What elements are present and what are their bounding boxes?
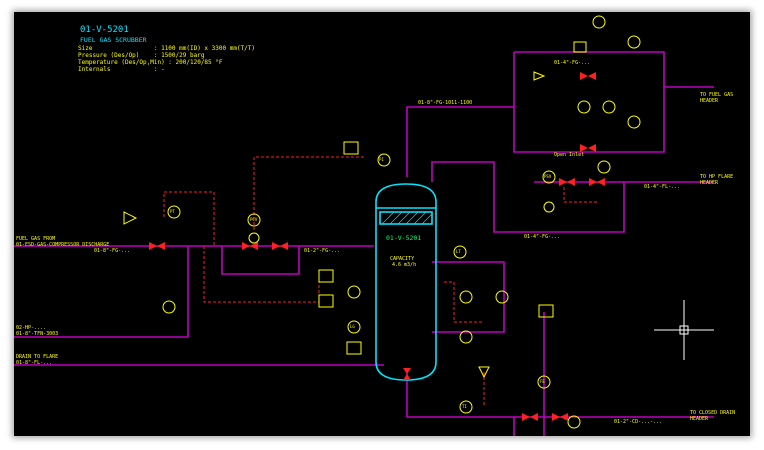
- drain-line: 01-8"-FL-...: [16, 360, 53, 366]
- instrument-tag: FE: [540, 379, 545, 384]
- right-label-3: TO CLOSED DRAIN HEADER: [690, 410, 736, 422]
- bottom-line-number: 01-2"-CD-...-...: [614, 419, 663, 425]
- signal-line: [163, 191, 215, 246]
- spec-line: Internals : -: [78, 66, 165, 73]
- right-label-1: TO FUEL GAS HEADER: [700, 92, 734, 104]
- instrument-tag: TI: [462, 404, 467, 409]
- bottom-drain: [406, 372, 515, 436]
- instrument-tag: PI: [379, 157, 384, 162]
- inlet-line-number: 01-8"-FG-...: [94, 248, 131, 254]
- spec-line: Size : 1100 mm(ID) x 3300 mm(T/T): [78, 45, 256, 52]
- vessel-tag: 01-V-5201: [386, 234, 422, 242]
- instruments: [123, 15, 641, 429]
- drawing-subtitle: FUEL GAS SCRUBBER: [80, 36, 147, 44]
- instrument-tag: LG: [350, 324, 355, 329]
- from-hp-line: 01-8"-TFN-3003: [16, 331, 59, 337]
- pid-drawing-canvas[interactable]: 01-V-5201 FUEL GAS SCRUBBER Size : 1100 …: [14, 12, 750, 436]
- instrument-tag: PSV: [544, 174, 552, 179]
- process-lines: [14, 51, 714, 436]
- pcv-loop: [513, 51, 665, 153]
- signal-line: [563, 187, 599, 203]
- valves: [149, 72, 605, 421]
- instrument-tag: LT: [456, 249, 461, 254]
- instrument-tag: PT: [170, 209, 175, 214]
- vessel-top-outlet: [406, 106, 514, 177]
- signal-line: [444, 281, 484, 323]
- top-outlet-line: 01-8"-FG-1011-1100: [418, 100, 473, 106]
- demister-hatch: [381, 211, 433, 225]
- vessel-shape: [375, 183, 437, 381]
- drain-label: DRAIN TO FLARE: [16, 354, 59, 360]
- vessel-body: [375, 183, 437, 381]
- vessel-capacity-label: CAPACITY: [390, 256, 415, 262]
- line-number: 01-2"-FG-...: [304, 248, 341, 254]
- signal-line: [253, 156, 364, 230]
- from-hp-label: 02-HP-....: [16, 325, 47, 331]
- line-number: 01-4"-FG-...: [524, 234, 561, 240]
- crosshair-cursor-icon: [654, 300, 714, 360]
- line-number: 01-4"-FL-...: [644, 184, 681, 190]
- open-inlet-label: Open Inlet: [554, 152, 585, 158]
- instrument-tag: PCV: [250, 217, 258, 222]
- line-number: 01-4"-FG-...: [554, 60, 591, 66]
- inlet-label: FUEL GAS FROM: [16, 236, 56, 242]
- spec-line: Temperature (Des/Op,Min) : 200/120/85 °F: [78, 59, 223, 66]
- drawing-title: 01-V-5201: [80, 25, 129, 35]
- inlet-line-2: [14, 246, 189, 338]
- right-label-2: TO HP FLARE HEADER: [700, 174, 734, 186]
- vessel-capacity-value: 4.6 m3/h: [392, 262, 417, 268]
- signal-line: [203, 246, 320, 303]
- signal-lines: [163, 156, 599, 407]
- bypass-loop: [221, 246, 300, 275]
- level-bridle: [432, 261, 505, 333]
- vessel-side-outlet: [431, 161, 714, 233]
- spec-line: Pressure (Des/Op) : 1500/29 barg: [78, 52, 205, 59]
- inlet-label-2: 01-ESD-GAS-COMPRESSOR DISCHARGE: [16, 242, 110, 248]
- pid-diagram: [14, 15, 714, 436]
